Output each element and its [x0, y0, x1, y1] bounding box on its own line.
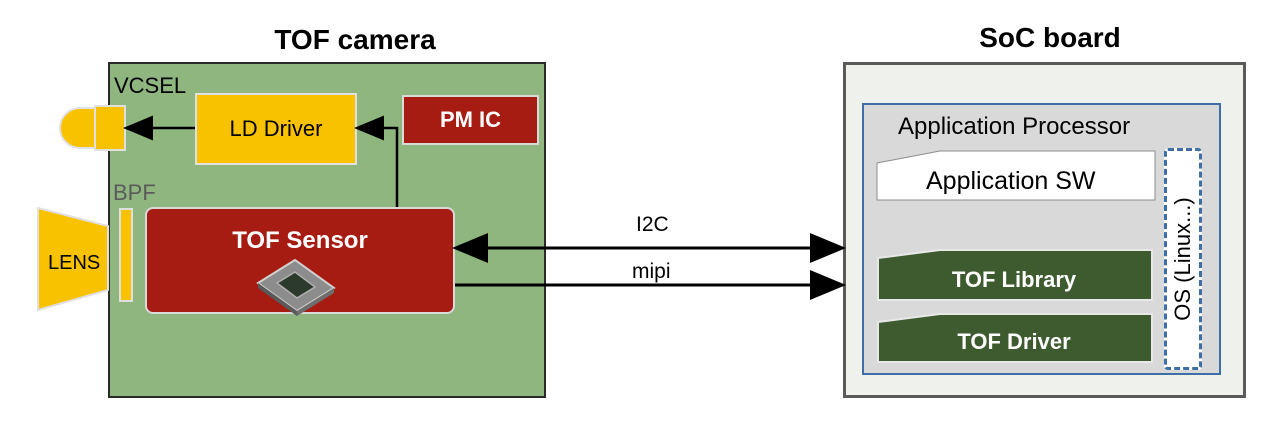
- tof-library-label-top: TOF Library: [951, 267, 1077, 292]
- ld-driver-box: LD Driver: [195, 93, 357, 165]
- mipi-label: mipi: [632, 260, 671, 283]
- i2c-label: I2C: [636, 213, 669, 236]
- ld-driver-label: LD Driver: [229, 116, 323, 141]
- sensor-to-ld-arrow: [354, 115, 399, 207]
- pm-ic-label: PM IC: [439, 107, 502, 132]
- lens-shape: [37, 206, 109, 312]
- app-sw-label-top: Application SW: [926, 167, 1096, 195]
- tof-sensor-label: TOF Sensor: [232, 227, 368, 254]
- camera-title: TOF camera: [274, 24, 436, 55]
- pm-ic-box: PM IC: [402, 95, 539, 145]
- application-sw-box: [876, 150, 1156, 201]
- os-box: OS (Linux...): [1164, 148, 1202, 370]
- tof-library-box: [877, 249, 1153, 301]
- bpf-filter: [119, 208, 133, 302]
- bpf-label: BPF: [113, 180, 156, 205]
- lens-label: LENS: [48, 252, 101, 274]
- sensor-chip-icon: [256, 258, 336, 316]
- tof-driver-label-top: TOF Driver: [957, 329, 1071, 354]
- vcsel-label: VCSEL: [114, 73, 187, 98]
- tof-driver-box: [877, 313, 1153, 363]
- vcsel-emitter-icon: [58, 105, 126, 151]
- app-processor-label: Application Processor: [898, 113, 1131, 140]
- soc-title: SoC board: [979, 22, 1121, 53]
